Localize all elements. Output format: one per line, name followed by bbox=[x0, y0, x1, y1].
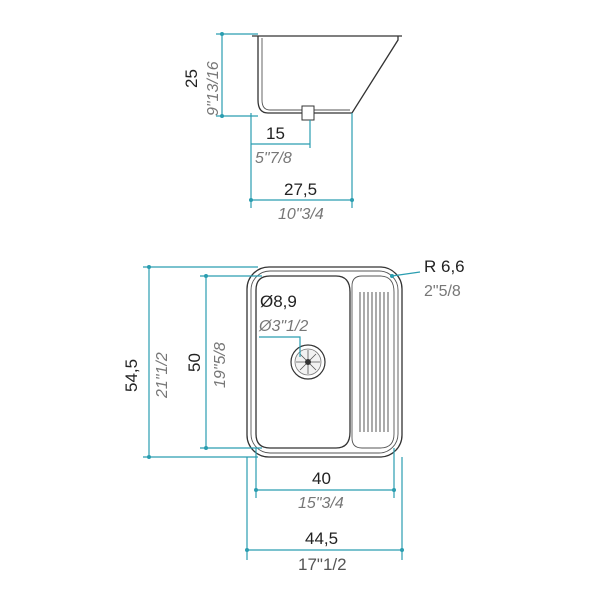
drain-dia-in: Ø3"1/2 bbox=[258, 318, 308, 335]
outer-height-cm: 54,5 bbox=[122, 359, 141, 392]
outer-height-tick-bottom bbox=[147, 455, 151, 459]
inner-height-cm: 50 bbox=[185, 353, 204, 372]
radius-leader bbox=[391, 271, 421, 277]
drain-dia-leader bbox=[259, 336, 301, 357]
side-drain-cm: 15 bbox=[266, 124, 285, 143]
inner-height-tick-bottom bbox=[204, 446, 208, 450]
inner-width-tick-right bbox=[392, 488, 396, 492]
drain-dia-cm: Ø8,9 bbox=[260, 292, 297, 311]
radius-leader-dot bbox=[390, 274, 394, 278]
top-view: Ø8,9 Ø3"1/2 R 6,6 2"5/8 54,5 21"1/2 50 1… bbox=[122, 257, 465, 574]
side-drain-in: 5"7/8 bbox=[255, 150, 292, 167]
side-view: 25 9"13/16 15 5"7/8 27,5 10"3/4 bbox=[182, 32, 402, 223]
side-depth-tick-right bbox=[350, 198, 354, 202]
inner-height-tick-top bbox=[204, 274, 208, 278]
side-height-tick-top bbox=[220, 32, 224, 36]
outer-width-cm: 44,5 bbox=[305, 529, 338, 548]
side-height-tick-bottom bbox=[220, 114, 224, 118]
inner-width-cm: 40 bbox=[312, 469, 331, 488]
inner-height-in: 19"5/8 bbox=[212, 342, 229, 388]
outer-width-tick-right bbox=[400, 548, 404, 552]
outer-width-tick-left bbox=[245, 548, 249, 552]
side-depth-cm: 27,5 bbox=[284, 180, 317, 199]
outer-height-tick-top bbox=[147, 265, 151, 269]
top-view-outer-rim bbox=[246, 266, 403, 458]
side-depth-tick-left bbox=[249, 198, 253, 202]
inner-width-tick-left bbox=[254, 488, 258, 492]
drainboard-ribs bbox=[359, 292, 389, 432]
radius-cm: R 6,6 bbox=[424, 257, 465, 276]
side-view-drain-stub bbox=[301, 105, 315, 121]
radius-in: 2"5/8 bbox=[424, 283, 461, 300]
side-height-cm: 25 bbox=[182, 69, 201, 88]
side-view-basin-profile bbox=[252, 35, 402, 114]
outer-height-in: 21"1/2 bbox=[154, 352, 171, 399]
side-height-in: 9"13/16 bbox=[205, 61, 222, 116]
side-depth-in: 10"3/4 bbox=[278, 206, 324, 223]
top-view-bowl bbox=[255, 275, 351, 449]
outer-width-in: 17"1/2 bbox=[298, 555, 347, 574]
top-view-drainboard bbox=[351, 275, 395, 449]
inner-width-in: 15"3/4 bbox=[298, 495, 344, 512]
side-view-inner-wall bbox=[261, 38, 350, 111]
top-view-rim-inner-line bbox=[250, 270, 399, 454]
drain-icon bbox=[290, 344, 326, 380]
